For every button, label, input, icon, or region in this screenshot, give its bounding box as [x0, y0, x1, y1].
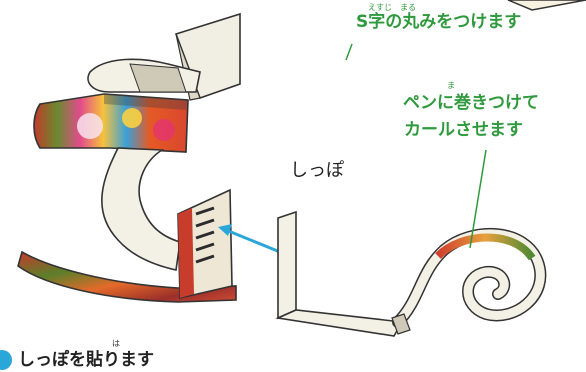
body-dot — [153, 119, 175, 141]
tail-strip-flat — [275, 309, 404, 337]
blue-circle-marker — [0, 350, 12, 370]
curl-end-fold — [391, 313, 411, 335]
pen-ruby: ま — [447, 81, 455, 90]
tail-strip-upright — [277, 210, 297, 320]
attach-ruby: は — [112, 339, 120, 348]
attach-arrow-head — [218, 224, 232, 236]
tail-label: しっぽ — [290, 160, 344, 181]
body-dot — [122, 108, 142, 128]
tail-panel-stripes — [195, 206, 215, 264]
curl-paper — [393, 229, 545, 327]
colorful-body — [33, 93, 189, 153]
s-shape-label: S字の丸みをつけます — [356, 12, 522, 32]
s-shape-pointer — [345, 43, 353, 61]
s-shape-ruby-2: まる — [400, 3, 416, 12]
head-shade — [129, 63, 187, 93]
s-shape-ruby-1: えすじ — [368, 3, 392, 12]
pen-label-line1: ペンに巻きつけて — [403, 93, 539, 113]
curl-pointer — [469, 149, 487, 249]
attach-label: しっぽを貼ります — [18, 350, 154, 370]
body-shade — [104, 94, 188, 110]
s-curve-neck — [101, 147, 181, 271]
body-dot — [77, 113, 103, 139]
attach-arrow-line — [225, 228, 281, 254]
tail-panel-edge — [178, 208, 194, 298]
pen-label-line2: カールさせます — [404, 120, 523, 140]
curl-colored-side — [435, 233, 536, 261]
top-right-piece — [507, 0, 586, 11]
